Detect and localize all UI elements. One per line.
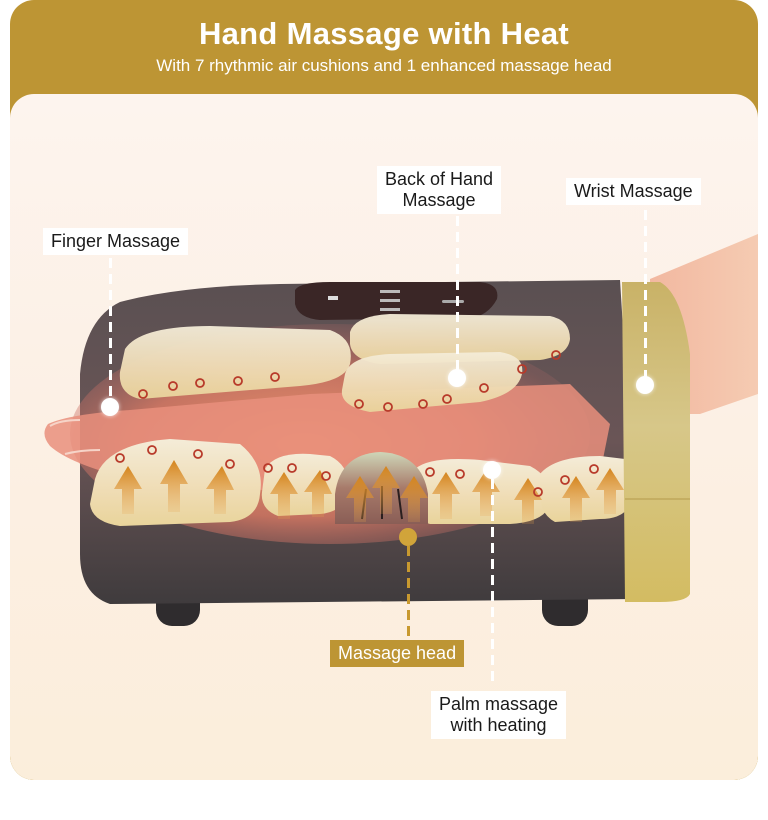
callout-dot-wrist: [636, 376, 654, 394]
callout-massage-head: Massage head: [330, 640, 465, 667]
page-subtitle: With 7 rhythmic air cushions and 1 enhan…: [156, 56, 612, 75]
back-cushion-upper: [350, 314, 570, 364]
finger-cushion: [119, 326, 351, 399]
callout-line-finger: [109, 258, 112, 400]
callout-dot-palm: [483, 461, 501, 479]
header-banner: Hand Massage with Heat With 7 rhythmic a…: [10, 0, 758, 94]
page-title: Hand Massage with Heat: [198, 16, 570, 51]
callout-line-wrist: [644, 210, 647, 388]
callout-line-back-of-hand: [456, 216, 459, 371]
illustration-area: Finger Massage Back of Hand Massage Wris…: [10, 94, 758, 780]
callout-line-palm: [491, 479, 494, 687]
hand-massager-illustration: [44, 234, 758, 626]
callout-dot-back-of-hand: [448, 369, 466, 387]
air-holes: [115, 350, 599, 497]
callout-line-massage-head: [407, 546, 410, 638]
callout-finger-massage: Finger Massage: [43, 228, 189, 255]
product-feature-card: Hand Massage with Heat With 7 rhythmic a…: [10, 0, 758, 780]
callout-dot-finger: [101, 398, 119, 416]
callout-back-of-hand: Back of Hand Massage: [377, 166, 502, 214]
callout-dot-massage-head: [399, 528, 417, 546]
callout-wrist-massage: Wrist Massage: [566, 178, 701, 205]
callout-palm-massage: Palm massage with heating: [431, 691, 567, 739]
heat-arrows: [114, 460, 624, 524]
back-cushion-lower: [341, 352, 523, 412]
wrist-band: [622, 282, 690, 602]
